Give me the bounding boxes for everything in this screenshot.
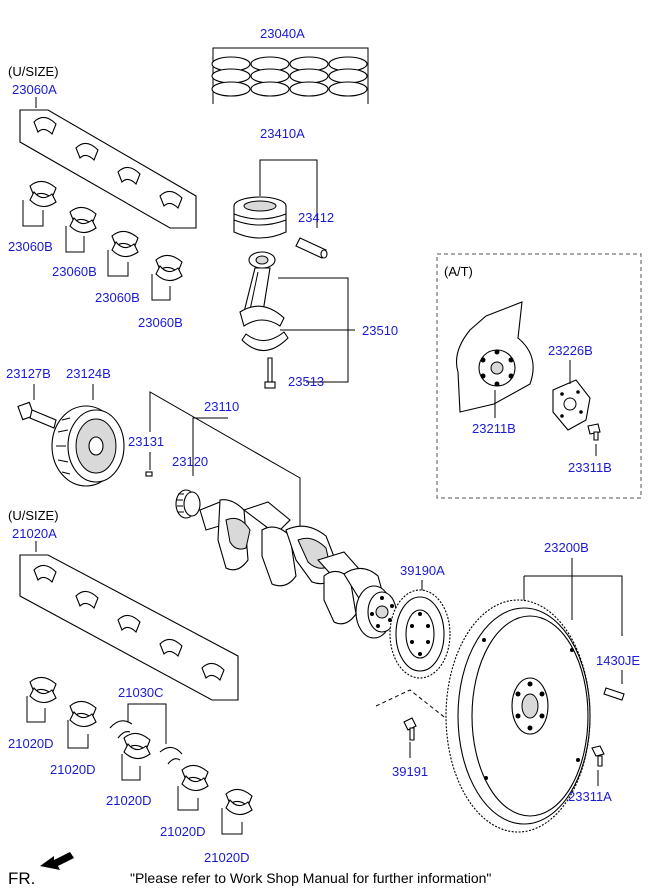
ring-gear-group[interactable]: 39190A 39191 bbox=[375, 563, 451, 779]
label-23060a: 23060A bbox=[12, 82, 57, 97]
ring-gear bbox=[389, 589, 451, 679]
adapter-plate bbox=[552, 379, 591, 431]
label-23120: 23120 bbox=[172, 454, 208, 469]
piston-pin bbox=[295, 237, 328, 259]
label-23060b-4: 23060B bbox=[138, 315, 183, 330]
pulley-group[interactable]: 23127B 23124B bbox=[6, 366, 125, 487]
label-23040a: 23040A bbox=[260, 26, 305, 41]
label-23211b: 23211B bbox=[472, 421, 516, 436]
label-21020d-3: 21020D bbox=[106, 793, 152, 808]
piston-ring-stack-3 bbox=[289, 56, 329, 97]
pulley-bolt bbox=[17, 401, 57, 429]
crank-sprocket bbox=[175, 489, 201, 519]
ring-gear-bolt bbox=[403, 717, 417, 741]
label-23060b-3: 23060B bbox=[95, 290, 140, 305]
label-1430je: 1430JE bbox=[596, 653, 640, 668]
main-bearing-set[interactable]: (U/SIZE) 21020A bbox=[8, 508, 239, 701]
upper-shell-2 bbox=[75, 142, 99, 161]
crankshaft bbox=[199, 499, 397, 639]
damper-pulley bbox=[51, 405, 125, 487]
connecting-rod[interactable]: 23510 23513 bbox=[239, 251, 398, 389]
label-23226b: 23226B bbox=[548, 343, 593, 358]
at-drive-plate-group[interactable]: (A/T) 23211B 23226B bbox=[436, 253, 642, 499]
piston-ring-set[interactable]: 23040A bbox=[211, 26, 369, 104]
drive-plate bbox=[455, 301, 534, 413]
thrust-washer-group[interactable]: 21030C bbox=[109, 685, 183, 765]
flywheel bbox=[445, 599, 591, 833]
label-23060b-1: 23060B bbox=[8, 239, 53, 254]
label-23200b: 23200B bbox=[544, 540, 589, 555]
usize-label-lower: (U/SIZE) bbox=[8, 508, 59, 523]
upper-shell-4 bbox=[159, 190, 183, 209]
label-21020d-4: 21020D bbox=[160, 824, 206, 839]
dowel-pin bbox=[603, 687, 625, 701]
at-label: (A/T) bbox=[444, 264, 473, 279]
label-21020d-5: 21020D bbox=[204, 850, 250, 865]
label-21020d-2: 21020D bbox=[50, 762, 96, 777]
label-21020d-1: 21020D bbox=[8, 736, 54, 751]
workshop-note: "Please refer to Work Shop Manual for fu… bbox=[130, 870, 491, 886]
label-23311b: 23311B bbox=[568, 460, 612, 475]
label-21020a: 21020A bbox=[12, 526, 57, 541]
flywheel-bolt bbox=[591, 745, 605, 767]
label-23131: 23131 bbox=[128, 434, 164, 449]
footer: FR. "Please refer to Work Shop Manual fo… bbox=[8, 852, 491, 888]
front-arrow-icon bbox=[40, 852, 74, 870]
label-23410a: 23410A bbox=[260, 126, 305, 141]
upper-shell-1 bbox=[33, 116, 57, 135]
label-39190a: 39190A bbox=[400, 563, 445, 578]
label-23510: 23510 bbox=[362, 323, 398, 338]
label-23412: 23412 bbox=[298, 210, 334, 225]
crankshaft-group[interactable]: 23110 23131 23120 bbox=[128, 391, 397, 639]
piston-ring-stack-4 bbox=[328, 56, 368, 97]
label-21030c: 21030C bbox=[118, 685, 164, 700]
label-23513: 23513 bbox=[288, 374, 324, 389]
flywheel-group[interactable]: 23200B 1430JE bbox=[445, 540, 640, 833]
label-39191: 39191 bbox=[392, 764, 428, 779]
upper-shell-3 bbox=[117, 166, 141, 185]
main-bearing-d-group[interactable]: 21020D 21020D 21020D 21020D 21020D bbox=[8, 676, 253, 865]
label-23060b-2: 23060B bbox=[52, 264, 97, 279]
label-23124b: 23124B bbox=[66, 366, 111, 381]
label-23127b: 23127B bbox=[6, 366, 51, 381]
label-23110: 23110 bbox=[204, 399, 239, 414]
label-23311a: 23311A bbox=[568, 789, 612, 804]
piston-assembly[interactable]: 23410A 23412 bbox=[233, 126, 334, 259]
piston-ring-stack-1 bbox=[211, 56, 251, 97]
upper-bearing-b-group[interactable]: 23060B 23060B 23060B 23060B bbox=[8, 180, 183, 330]
drive-plate-bolt bbox=[587, 423, 601, 441]
fr-label: FR. bbox=[8, 869, 35, 888]
piston-ring-stack-2 bbox=[250, 56, 290, 97]
upper-bearing-set[interactable]: (U/SIZE) 23060A bbox=[8, 64, 197, 229]
usize-label-upper: (U/SIZE) bbox=[8, 64, 59, 79]
